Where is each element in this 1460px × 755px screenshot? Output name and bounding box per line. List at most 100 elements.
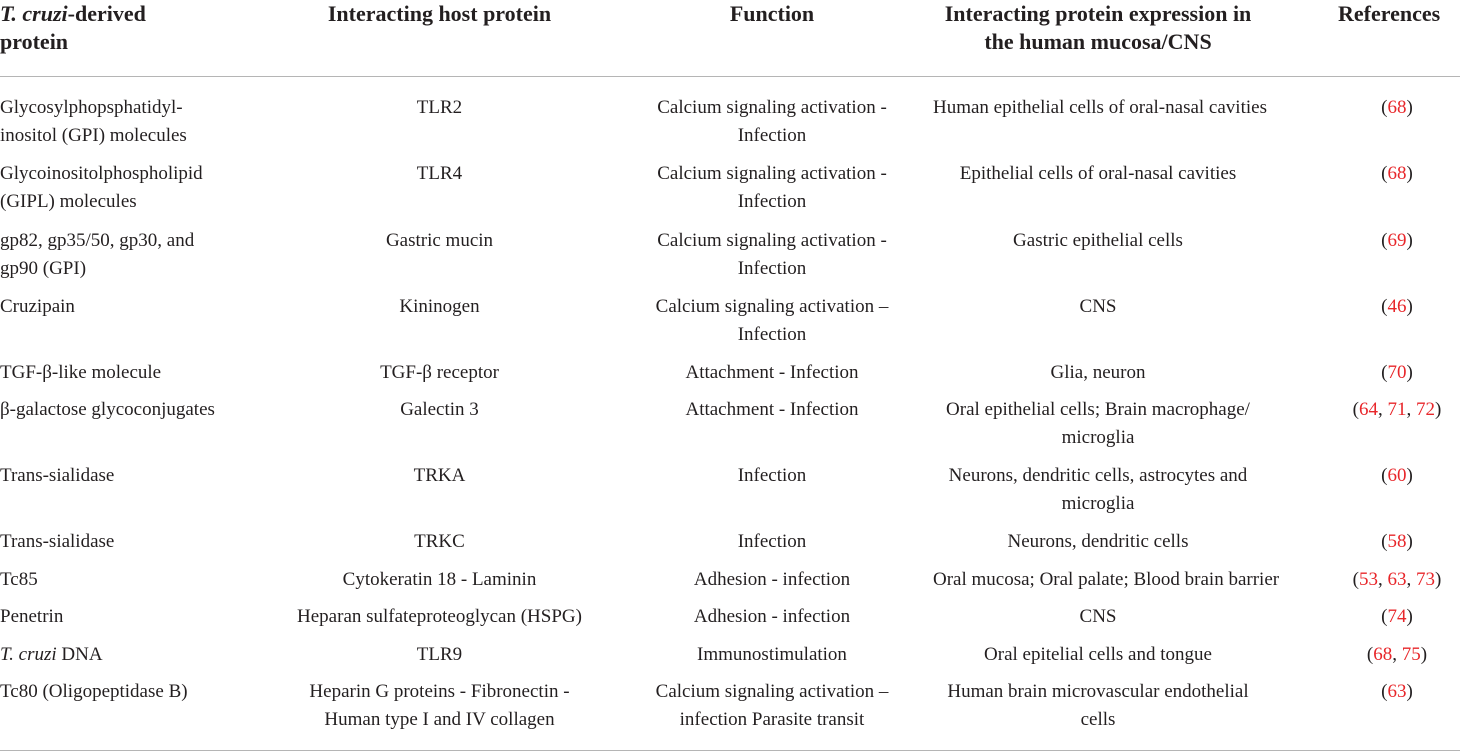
ref-open-paren: ( [1381, 296, 1388, 317]
reference-link[interactable]: 68 [1387, 97, 1407, 118]
expression-text: Oral epitelial cells and tongue [984, 644, 1212, 665]
cell-tcruzi-protein: Glycosylphopsphatidyl-inositol (GPI) mol… [0, 94, 260, 150]
ref-separator: , [1406, 569, 1416, 590]
header-tcruzi-protein: T. cruzi-derived protein [0, 1, 146, 54]
cell-expression: CNS [933, 293, 1263, 321]
reference-link[interactable]: 46 [1387, 296, 1407, 317]
protein-name-cont: gp90 (GPI) [0, 258, 87, 279]
reference-link[interactable]: 68 [1387, 163, 1407, 184]
cell-function: Immunostimulation [622, 641, 922, 669]
cell-function: Calcium signaling activation -Infection [622, 160, 922, 216]
ref-separator: , [1378, 399, 1388, 420]
function-text: Immunostimulation [697, 644, 847, 665]
protein-name: Glycoinositolphospholipid [0, 163, 203, 184]
reference-link[interactable]: 68 [1373, 644, 1393, 665]
host-protein: Galectin 3 [400, 399, 479, 420]
cell-expression: Epithelial cells of oral-nasal cavities [933, 160, 1263, 188]
cell-host-protein: TLR4 [268, 160, 611, 188]
ref-open-paren: ( [1352, 569, 1359, 590]
expression-text: Oral mucosa; Oral palate; Blood brain ba… [933, 569, 1280, 590]
ref-open-paren: ( [1381, 531, 1388, 552]
ref-open-paren: ( [1381, 97, 1388, 118]
function-text: Adhesion - infection [693, 606, 851, 627]
protein-name: Tc85 [0, 569, 38, 590]
ref-separator: , [1406, 399, 1416, 420]
reference-link[interactable]: 58 [1387, 531, 1407, 552]
ref-close-paren: ) [1406, 163, 1413, 184]
reference-link[interactable]: 69 [1387, 230, 1407, 251]
cell-expression: Oral epitelial cells and tongue [933, 641, 1263, 669]
host-protein: TRKC [414, 531, 465, 552]
ref-close-paren: ) [1406, 97, 1413, 118]
cell-expression: Oral epithelial cells; Brain macrophage/… [933, 396, 1263, 452]
cell-references: (63) [1334, 678, 1460, 706]
ref-close-paren: ) [1420, 644, 1428, 665]
cell-function: Calcium signaling activation –Infection [622, 293, 922, 349]
host-protein: TRKA [413, 465, 466, 486]
reference-link[interactable]: 72 [1416, 399, 1435, 420]
expression-text: Neurons, dendritic cells, astrocytes and [948, 465, 1248, 486]
cell-references: (68, 75) [1334, 641, 1460, 669]
host-protein: Gastric mucin [385, 230, 494, 251]
function-text: Attachment - Infection [685, 399, 859, 420]
header-function: Function [729, 1, 815, 26]
cell-expression: Neurons, dendritic cells, astrocytes and… [933, 462, 1263, 518]
reference-link[interactable]: 60 [1387, 465, 1407, 486]
host-protein: TLR4 [416, 163, 463, 184]
ref-open-paren: ( [1381, 465, 1388, 486]
reference-link[interactable]: 64 [1359, 399, 1378, 420]
reference-link[interactable]: 63 [1387, 569, 1407, 590]
table-header: T. cruzi-derived protein Interacting hos… [0, 0, 1460, 76]
protein-name: Penetrin [0, 606, 64, 627]
protein-name: Trans-sialidase [0, 531, 115, 552]
function-text: Calcium signaling activation - [657, 163, 887, 184]
cell-function: Infection [622, 528, 922, 556]
ref-open-paren: ( [1381, 163, 1388, 184]
ref-close-paren: ) [1435, 399, 1442, 420]
ref-close-paren: ) [1406, 681, 1413, 702]
protein-name: Trans-sialidase [0, 465, 115, 486]
expression-text-cont: microglia [1061, 493, 1135, 514]
function-text: Calcium signaling activation – [655, 681, 889, 702]
ref-open-paren: ( [1381, 230, 1388, 251]
cell-function: Calcium signaling activation –infection … [622, 678, 922, 734]
function-text: Calcium signaling activation – [655, 296, 889, 317]
cell-references: (60) [1334, 462, 1460, 490]
reference-link[interactable]: 71 [1387, 399, 1407, 420]
reference-link[interactable]: 74 [1387, 606, 1407, 627]
host-protein: TLR9 [416, 644, 463, 665]
function-text: Infection [737, 531, 807, 552]
cell-function: Adhesion - infection [622, 603, 922, 631]
ref-open-paren: ( [1381, 362, 1388, 383]
cell-expression: Gastric epithelial cells [933, 227, 1263, 255]
reference-link[interactable]: 53 [1359, 569, 1378, 590]
reference-link[interactable]: 73 [1416, 569, 1435, 590]
header-expression: Interacting protein expression in the hu… [944, 1, 1252, 54]
ref-close-paren: ) [1435, 569, 1442, 590]
cell-host-protein: TGF-β receptor [268, 359, 611, 387]
cell-function: Attachment - Infection [622, 359, 922, 387]
reference-link[interactable]: 75 [1401, 644, 1421, 665]
ref-separator: , [1392, 644, 1402, 665]
reference-link[interactable]: 63 [1387, 681, 1407, 702]
cell-references: (70) [1334, 359, 1460, 387]
cell-expression: CNS [933, 603, 1263, 631]
cell-expression: Oral mucosa; Oral palate; Blood brain ba… [933, 566, 1280, 594]
ref-close-paren: ) [1406, 296, 1413, 317]
function-text: Attachment - Infection [685, 362, 859, 383]
ref-open-paren: ( [1366, 644, 1374, 665]
protein-name: Tc80 (Oligopeptidase B) [0, 681, 188, 702]
host-protein: Cytokeratin 18 - Laminin [342, 569, 537, 590]
cell-expression: Human epithelial cells of oral-nasal cav… [933, 94, 1267, 122]
cell-references: (68) [1334, 94, 1460, 122]
reference-link[interactable]: 70 [1387, 362, 1407, 383]
protein-name: Glycosylphopsphatidyl- [0, 97, 183, 118]
ref-close-paren: ) [1406, 606, 1413, 627]
cell-host-protein: Cytokeratin 18 - Laminin [268, 566, 611, 594]
cell-tcruzi-protein: β-galactose glycoconjugates [0, 396, 260, 424]
cell-host-protein: TLR2 [268, 94, 611, 122]
cell-function: Adhesion - infection [622, 566, 922, 594]
cell-function: Attachment - Infection [622, 396, 922, 424]
cell-references: (69) [1334, 227, 1460, 255]
